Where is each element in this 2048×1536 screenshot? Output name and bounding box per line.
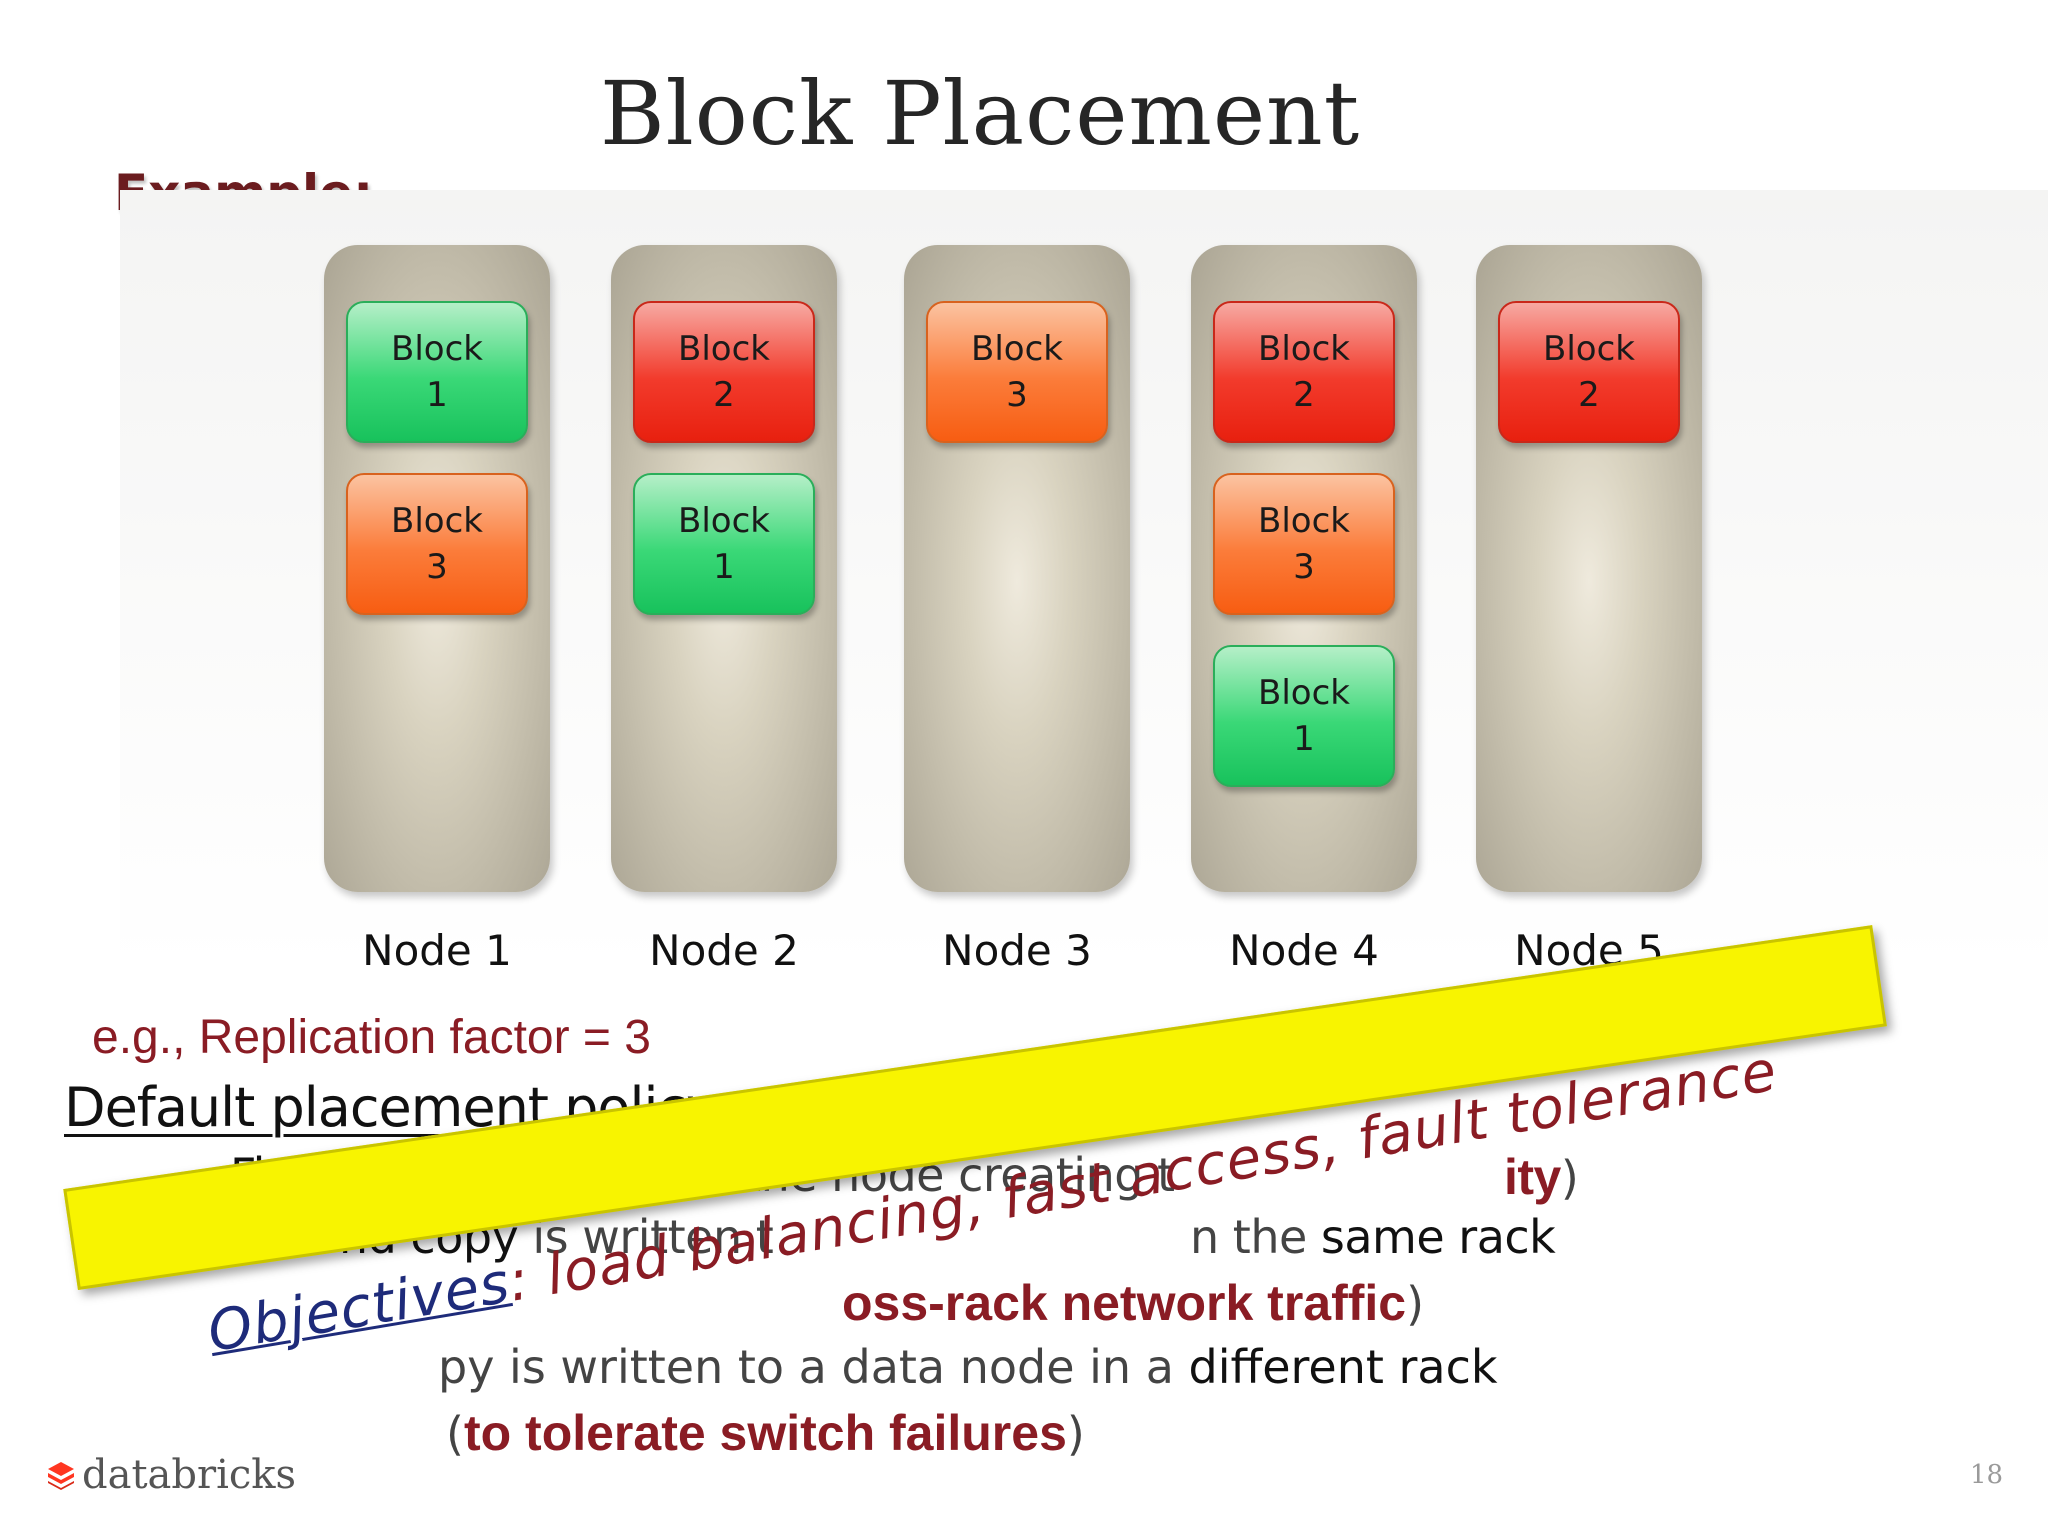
block-2: Block 2 bbox=[1498, 301, 1680, 443]
databricks-logo-icon bbox=[48, 1462, 74, 1490]
node-label-2: Node 2 bbox=[649, 926, 799, 975]
block-word: Block bbox=[1258, 501, 1350, 541]
policy-line-first-copy-tail: ity) bbox=[1504, 1148, 1579, 1206]
block-number: 3 bbox=[1006, 375, 1028, 415]
block-number: 2 bbox=[1578, 375, 1600, 415]
block-number: 1 bbox=[1293, 719, 1315, 759]
block-word: Block bbox=[391, 501, 483, 541]
switch-failures-text: to tolerate switch failures bbox=[463, 1405, 1067, 1461]
logo-text: databricks bbox=[82, 1452, 297, 1498]
block-number: 1 bbox=[426, 375, 448, 415]
policy-line-switch-failures: (to tolerate switch failures) bbox=[446, 1404, 1085, 1462]
third-copy-different-rack: different rack bbox=[1188, 1340, 1498, 1394]
cross-rack-close: ) bbox=[1406, 1277, 1425, 1331]
page-number: 18 bbox=[1970, 1460, 2004, 1490]
switch-close-paren: ) bbox=[1066, 1407, 1085, 1461]
third-copy-text: is written to a data node in a bbox=[494, 1340, 1189, 1394]
block-2: Block 2 bbox=[633, 301, 815, 443]
block-3: Block 3 bbox=[346, 473, 528, 615]
node-label-4: Node 4 bbox=[1229, 926, 1379, 975]
block-2: Block 2 bbox=[1213, 301, 1395, 443]
node-label-1: Node 1 bbox=[362, 926, 512, 975]
node-3: Block 3 bbox=[904, 245, 1130, 892]
cross-rack-traffic-text: oss-rack network traffic bbox=[842, 1275, 1407, 1331]
block-word: Block bbox=[1258, 329, 1350, 369]
block-word: Block bbox=[1258, 673, 1350, 713]
third-copy-fragment: py bbox=[438, 1340, 495, 1394]
node-label-3: Node 3 bbox=[942, 926, 1092, 975]
node-5: Block 2 bbox=[1476, 245, 1702, 892]
first-copy-tail-bold: ity bbox=[1504, 1149, 1561, 1205]
policy-line-cross-rack: oss-rack network traffic) bbox=[842, 1274, 1424, 1332]
replication-note: e.g., Replication factor = 3 bbox=[92, 1011, 651, 1064]
block-1: Block 1 bbox=[633, 473, 815, 615]
slide-title: Block Placement bbox=[599, 62, 1361, 165]
block-1: Block 1 bbox=[346, 301, 528, 443]
policy-line-second-copy-tail: n the same rack bbox=[1190, 1210, 1556, 1264]
second-copy-tail-text: n the bbox=[1190, 1210, 1321, 1264]
databricks-logo: databricks bbox=[46, 1452, 296, 1498]
block-word: Block bbox=[971, 329, 1063, 369]
block-number: 2 bbox=[713, 375, 735, 415]
block-3: Block 3 bbox=[926, 301, 1108, 443]
block-number: 1 bbox=[713, 547, 735, 587]
block-word: Block bbox=[1543, 329, 1635, 369]
second-copy-same-rack: same rack bbox=[1320, 1210, 1556, 1264]
block-word: Block bbox=[391, 329, 483, 369]
block-1: Block 1 bbox=[1213, 645, 1395, 787]
policy-line-third-copy: py is written to a data node in a differ… bbox=[438, 1340, 1498, 1394]
block-word: Block bbox=[678, 501, 770, 541]
block-number: 3 bbox=[426, 547, 448, 587]
block-number: 3 bbox=[1293, 547, 1315, 587]
block-number: 2 bbox=[1293, 375, 1315, 415]
first-copy-tail-close: ) bbox=[1560, 1151, 1579, 1205]
block-word: Block bbox=[678, 329, 770, 369]
second-copy-text: is written t bbox=[518, 1210, 774, 1264]
switch-open-paren: ( bbox=[446, 1407, 464, 1461]
block-3: Block 3 bbox=[1213, 473, 1395, 615]
